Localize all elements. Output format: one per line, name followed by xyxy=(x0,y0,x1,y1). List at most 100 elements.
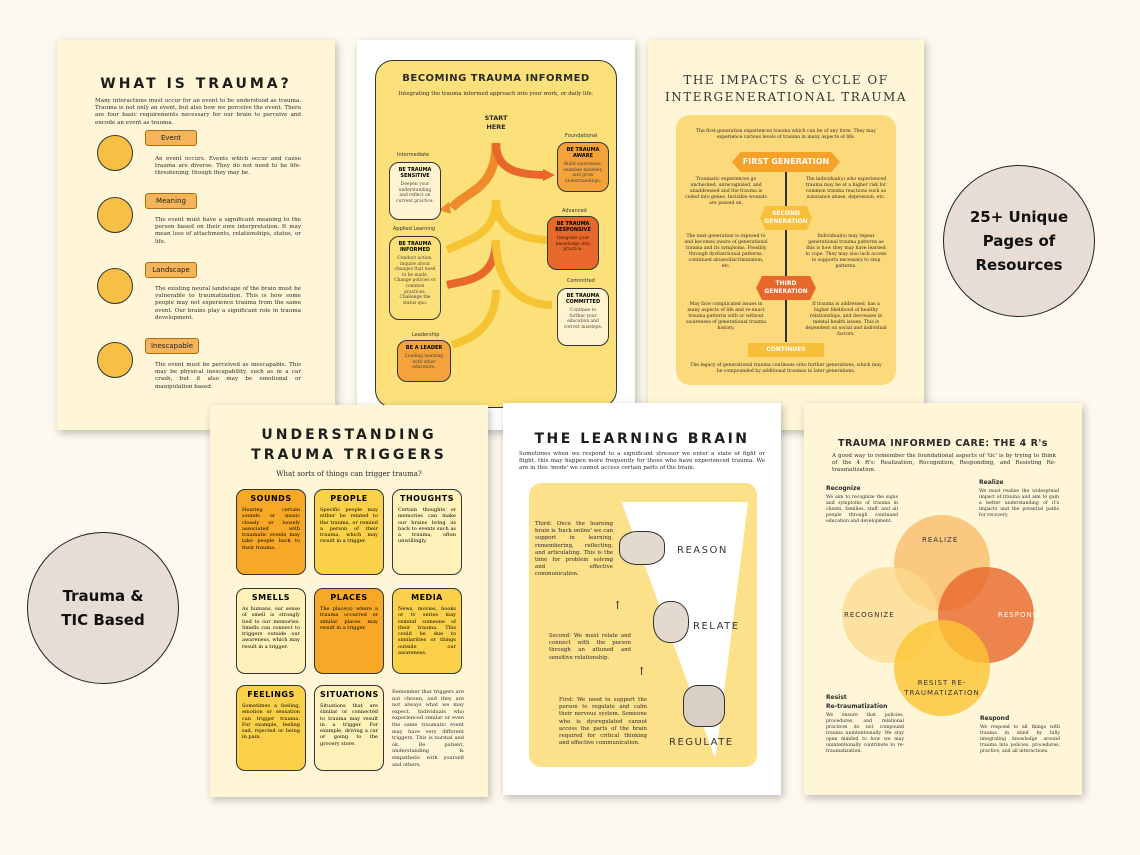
second-left-text: The next generation is exposed to and be… xyxy=(684,234,768,269)
trigger-card-smells: SMELLS As humans, our sense of smell is … xyxy=(236,588,306,674)
resist-text: We ensure that policies, procedures, and… xyxy=(826,713,904,754)
box-heading: BE TRAUMA AWARE xyxy=(566,147,600,159)
box-text: Integrate your knowledge into practice. xyxy=(555,236,591,253)
label-foundational: Foundational xyxy=(565,133,598,139)
realize-text: We must realize the widespread impact of… xyxy=(979,489,1059,518)
page-what-is-trauma: WHAT IS TRAUMA? Many interactions must o… xyxy=(57,40,335,430)
label-applied-learning: Applied Learning xyxy=(393,226,436,232)
recognize-text: We aim to recognize the signs and sympto… xyxy=(826,495,898,524)
circle-label-recognize: RECOGNIZE xyxy=(844,611,895,619)
box-text: Leading learning with other educators. xyxy=(405,354,443,371)
circle-label-resist: RESIST RE-TRAUMATIZATION xyxy=(904,679,980,697)
venn-diagram xyxy=(842,515,1034,716)
vertical-connector xyxy=(785,172,787,342)
lungs-icon xyxy=(683,685,725,727)
badge-text: 25+ Unique Pages of Resources xyxy=(969,208,1069,274)
card-text: Hearing certain sounds or music closely … xyxy=(242,507,300,551)
card-label: SMELLS xyxy=(251,593,291,602)
first-generation-banner: FIRST GENERATION xyxy=(732,152,840,172)
triggers-note: Remember that triggers are not chosen, a… xyxy=(392,689,464,768)
landscape-text: The existing neural landscape of the bra… xyxy=(155,286,301,321)
footer-text: The legacy of generational trauma contin… xyxy=(690,363,882,374)
page-learning-brain: THE LEARNING BRAIN Sometimes when we res… xyxy=(503,403,781,795)
heart-icon xyxy=(653,601,689,643)
event-text: An event occurs. Events which occur and … xyxy=(155,156,301,177)
badge-text: Trauma & TIC Based xyxy=(61,587,145,629)
up-arrow-icon: ↑ xyxy=(613,599,623,612)
trigger-card-feelings: FEELINGS Sometimes a feeling, emotion or… xyxy=(236,685,306,771)
box-text: Build awareness, examine mindset, and gr… xyxy=(563,162,603,184)
first-right-text: The individual(s) who experienced trauma… xyxy=(805,177,887,200)
box-trauma-responsive: BE TRAUMA RESPONSIVE Integrate your know… xyxy=(547,216,599,270)
circle-label-realize: REALIZE xyxy=(922,536,959,544)
event-tag: Event xyxy=(145,130,197,146)
intro-text: The first-generation experiences trauma … xyxy=(695,129,876,140)
circle-label-respond: RESPOND xyxy=(998,611,1040,619)
box-heading: BE TRAUMA RESPONSIVE xyxy=(555,221,591,233)
second-right-text: Individual(s) may repeat generational tr… xyxy=(805,234,887,269)
card-label: SITUATIONS xyxy=(320,690,379,699)
card-text: Situations that are similar or connected… xyxy=(320,703,378,747)
card-label: THOUGHTS xyxy=(400,494,454,503)
label-committed: Committed xyxy=(567,278,595,284)
handcuffs-icon xyxy=(97,342,133,378)
page-trauma-triggers: UNDERSTANDING TRAUMA TRIGGERS What sorts… xyxy=(210,405,488,797)
inescapable-text: The event must be perceived as inescapab… xyxy=(155,362,301,390)
card-text: Certain thoughts or memories can make ou… xyxy=(398,507,456,545)
page-title: WHAT IS TRAUMA? xyxy=(100,76,292,92)
page-becoming-trauma-informed: BECOMING TRAUMA INFORMED Integrating the… xyxy=(357,40,635,430)
scribble-icon xyxy=(97,197,133,233)
card-text: Sometimes a feeling, emotion or sensatio… xyxy=(242,703,300,741)
trauma-tic-badge: Trauma & TIC Based xyxy=(27,532,179,684)
label-intermediate: Intermediate xyxy=(397,152,430,158)
reason-label: REASON xyxy=(677,545,728,556)
box-heading: BE TRAUMA INFORMED xyxy=(398,241,432,253)
box-be-a-leader: BE A LEADER Leading learning with other … xyxy=(397,340,451,382)
regulate-label: REGULATE xyxy=(669,737,734,748)
page-title: BECOMING TRAUMA INFORMED xyxy=(402,73,590,84)
brain-icon xyxy=(619,531,665,565)
respond-text: We respond to all things with trauma in … xyxy=(980,725,1060,754)
box-heading: BE A LEADER xyxy=(405,345,443,351)
up-arrow-icon: ↑ xyxy=(637,665,647,678)
trigger-card-sounds: SOUNDS Hearing certain sounds or music c… xyxy=(236,489,306,575)
trigger-card-people: PEOPLE Specific people may either be rel… xyxy=(314,489,384,575)
trigger-card-media: MEDIA News, movies, books or tv series m… xyxy=(392,588,462,674)
recognize-heading: Recognize xyxy=(826,485,861,492)
second-text: Second: We must relate and connect with … xyxy=(549,633,631,661)
page-title-line2: INTERGENERATIONAL TRAUMA xyxy=(665,90,907,104)
box-text: Conduct action, inquire about changes th… xyxy=(394,256,436,306)
box-trauma-informed: BE TRAUMA INFORMED Conduct action, inqui… xyxy=(389,236,441,320)
second-generation-badge: SECOND GENERATION xyxy=(760,206,812,230)
first-left-text: Traumatic experiences go unchecked, unre… xyxy=(685,177,767,206)
box-trauma-committed: BE TRAUMA COMMITTED Continue to further … xyxy=(557,288,609,346)
card-text: The place(s) where a trauma occurred or … xyxy=(320,606,378,631)
resources-count-badge: 25+ Unique Pages of Resources xyxy=(943,165,1095,317)
flow-arrows xyxy=(439,142,555,349)
first-text: First: We need to support the person to … xyxy=(559,697,647,747)
subtitle: What sorts of things can trigger trauma? xyxy=(276,470,422,478)
card-text: News, movies, books or tv series may rem… xyxy=(398,606,456,657)
card-label: PEOPLE xyxy=(330,494,368,503)
trigger-card-thoughts: THOUGHTS Certain thoughts or memories ca… xyxy=(392,489,462,575)
intro-text: Many interactions must occur for an even… xyxy=(95,98,301,126)
third-right-text: If trauma is addressed, has a higher lik… xyxy=(805,302,887,337)
box-heading: BE TRAUMA SENSITIVE xyxy=(398,167,432,179)
landscape-tag: Landscape xyxy=(145,262,197,278)
intro-text: Sometimes when we respond to a significa… xyxy=(519,451,765,472)
box-trauma-aware: BE TRAUMA AWARE Build awareness, examine… xyxy=(557,142,609,192)
trigger-card-situations: SITUATIONS Situations that are similar o… xyxy=(314,685,384,771)
third-left-text: May face complicated issues in many aspe… xyxy=(686,302,766,331)
box-trauma-sensitive: BE TRAUMA SENSITIVE Deepen your understa… xyxy=(389,162,441,220)
subtitle: Integrating the trauma informed approach… xyxy=(398,91,594,97)
meaning-tag: Meaning xyxy=(145,193,197,209)
meaning-text: The event must have a significant meanin… xyxy=(155,217,301,245)
card-label: PLACES xyxy=(330,593,368,602)
page-intergenerational-trauma: THE IMPACTS & CYCLE OF INTERGENERATIONAL… xyxy=(648,40,924,430)
intro-text: A good way to remember the foundational … xyxy=(832,453,1056,474)
continues-banner: CONTINUES xyxy=(748,343,824,357)
trigger-card-places: PLACES The place(s) where a trauma occur… xyxy=(314,588,384,674)
third-text: Third: Once the learning brain is 'back … xyxy=(535,521,613,578)
card-text: Specific people may either be related to… xyxy=(320,507,378,545)
page-title-line2: TRAUMA TRIGGERS xyxy=(251,447,447,463)
